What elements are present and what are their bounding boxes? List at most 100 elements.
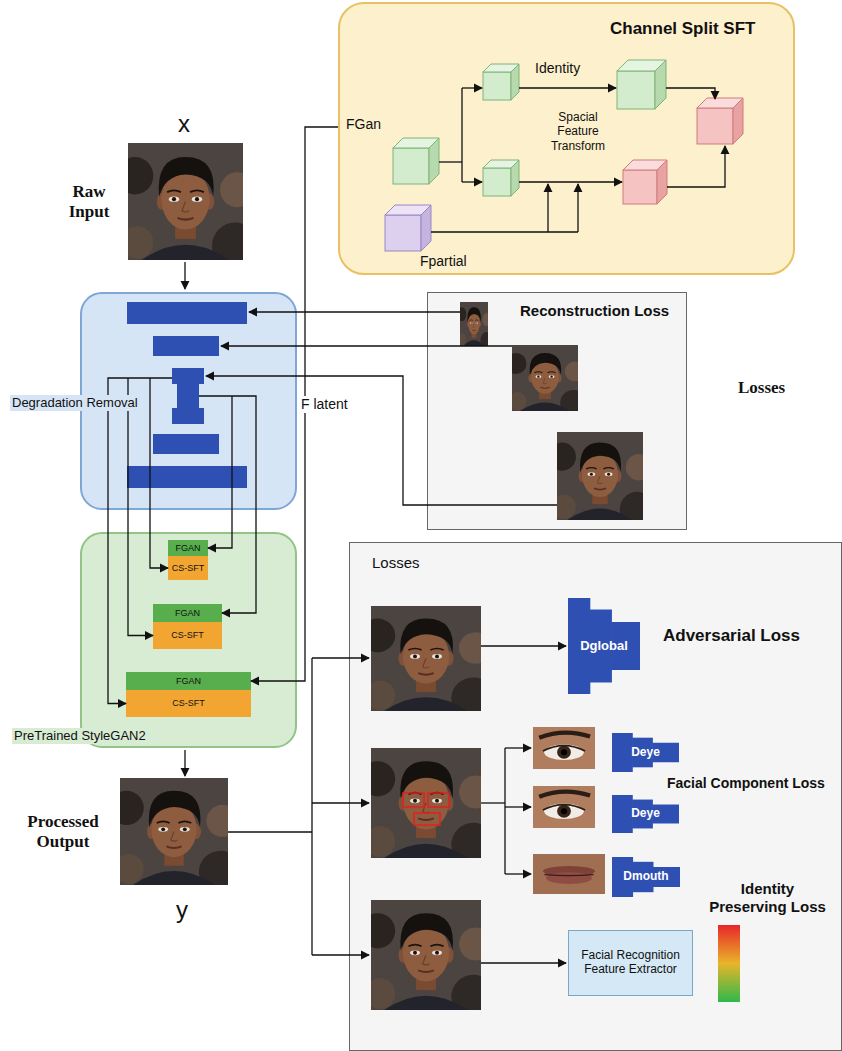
art-shape [384, 996, 468, 1010]
art-shape [451, 823, 495, 867]
art-shape [133, 871, 215, 885]
art-shape [511, 160, 519, 196]
feature-cube [617, 60, 666, 109]
art-shape [476, 322, 479, 324]
art-shape [418, 673, 433, 675]
flow-line [249, 311, 460, 312]
art-shape [166, 846, 181, 848]
eye-crop [533, 786, 595, 828]
flow-line [108, 378, 172, 510]
art-shape [561, 749, 567, 755]
art-shape [590, 473, 593, 476]
art-shape [451, 677, 495, 719]
art-shape [384, 697, 468, 711]
art-shape [393, 148, 429, 184]
text-label: Spacial Feature Transform [538, 110, 618, 153]
art-shape [548, 443, 576, 471]
fgan-block: FGAN [126, 672, 251, 690]
art-shape [423, 955, 430, 965]
art-shape [109, 791, 144, 825]
text-label: Identity Preserving Loss [700, 880, 835, 916]
flow-line [505, 806, 531, 807]
art-shape [410, 950, 420, 955]
connector [208, 510, 232, 548]
face-photo [360, 900, 495, 1019]
art-shape [733, 98, 743, 144]
art-shape [548, 371, 556, 373]
art-shape [508, 392, 526, 410]
art-shape [413, 799, 417, 803]
feature-cube [623, 160, 667, 204]
flow-line [481, 962, 566, 963]
node-label: CS-SFT [172, 698, 205, 708]
text-label: Raw Input [56, 182, 122, 223]
art-shape [544, 803, 584, 819]
art-shape [655, 60, 666, 109]
flow-line [184, 750, 185, 776]
flow-line [311, 658, 312, 955]
art-shape [483, 168, 511, 196]
network-layer [153, 336, 219, 356]
text-label: Identity [535, 60, 580, 77]
flow-line [505, 873, 531, 874]
art-shape [192, 197, 202, 202]
art-shape [540, 387, 549, 389]
art-shape [410, 798, 420, 803]
flow-line [231, 396, 232, 510]
art-shape [475, 319, 478, 321]
art-shape [364, 978, 395, 1009]
mouth-crop [533, 854, 605, 894]
art-shape [435, 799, 439, 803]
art-shape [605, 472, 613, 476]
face-photo [548, 432, 654, 527]
network-layer [127, 466, 247, 488]
art-shape [171, 832, 177, 842]
feature-cube [697, 98, 743, 144]
flow-line [312, 802, 369, 803]
art-shape [543, 805, 585, 810]
connector [128, 510, 153, 636]
art-shape [161, 827, 165, 831]
art-shape [483, 72, 511, 100]
art-shape [550, 375, 552, 377]
art-shape [413, 951, 417, 955]
art-shape [534, 371, 542, 373]
face-photo [360, 606, 495, 719]
node-label: Deye [631, 746, 660, 760]
network-layer [172, 408, 204, 424]
art-shape [567, 509, 632, 520]
connector [108, 510, 126, 704]
art-shape [557, 746, 571, 759]
discriminator: Deye [612, 733, 679, 772]
art-shape [360, 761, 395, 796]
art-shape [408, 649, 421, 651]
face-photo [505, 345, 586, 416]
flow-line [504, 748, 505, 874]
discriminator-step [612, 795, 633, 833]
flow-line [127, 378, 128, 510]
art-shape [472, 330, 476, 332]
flow-line [505, 747, 531, 748]
art-shape [623, 170, 657, 204]
art-shape [539, 733, 590, 738]
art-shape [178, 821, 191, 823]
network-layer [127, 302, 247, 324]
art-shape [212, 223, 258, 270]
art-shape [620, 492, 654, 527]
face-photo [360, 748, 495, 867]
art-shape [457, 307, 466, 321]
art-shape [220, 172, 255, 207]
art-shape [432, 798, 442, 803]
flow-line [439, 161, 462, 162]
art-shape [544, 744, 584, 760]
art-shape [169, 197, 179, 202]
text-label: x [178, 110, 190, 139]
crop-box [414, 813, 440, 825]
art-shape [588, 472, 596, 476]
art-shape [535, 375, 541, 378]
art-shape [429, 138, 439, 184]
art-shape [180, 827, 190, 832]
art-shape [537, 375, 539, 377]
